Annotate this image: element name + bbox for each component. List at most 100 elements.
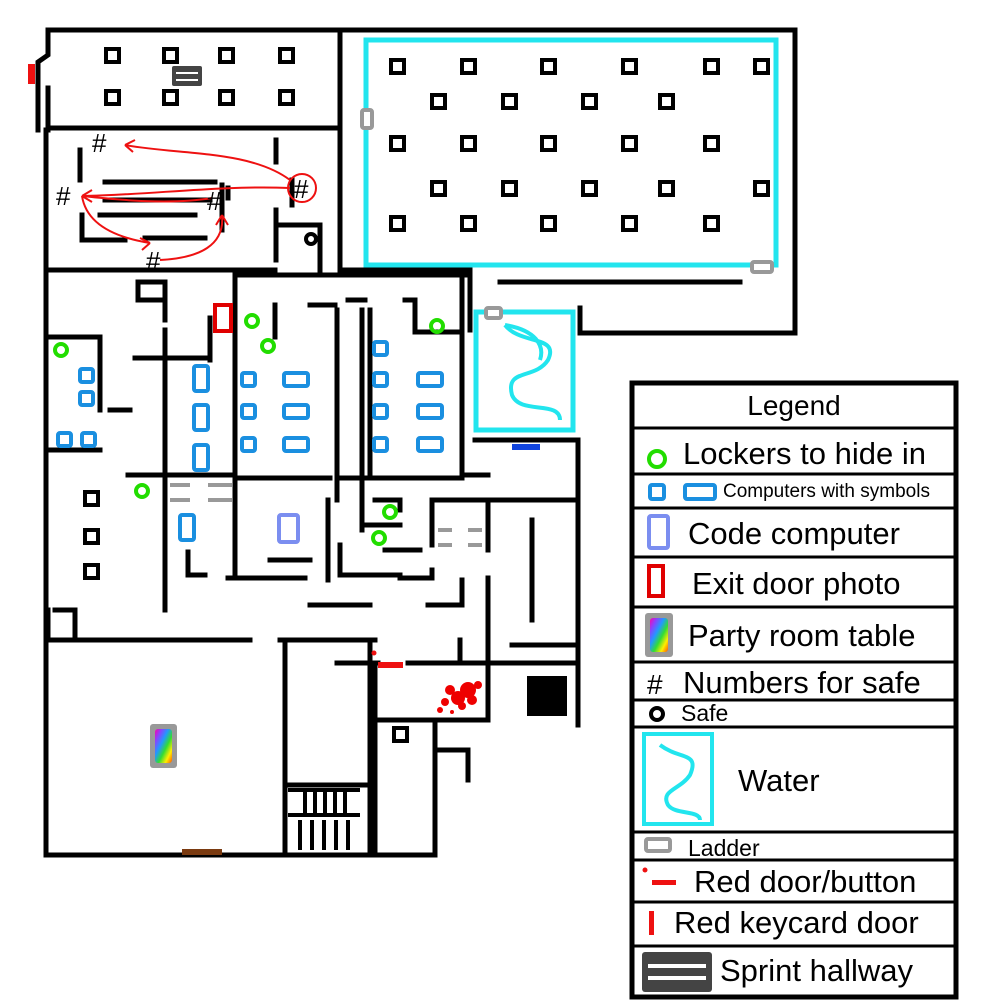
blood-splatter bbox=[437, 681, 482, 714]
sprint-hallway-icon bbox=[642, 952, 712, 992]
computer-icon bbox=[683, 483, 717, 501]
box bbox=[218, 89, 235, 106]
box bbox=[621, 58, 638, 75]
locker bbox=[244, 313, 260, 329]
box bbox=[540, 215, 557, 232]
box bbox=[218, 47, 235, 64]
box bbox=[162, 89, 179, 106]
computer bbox=[56, 431, 73, 448]
box bbox=[540, 58, 557, 75]
box bbox=[83, 528, 100, 545]
computer bbox=[240, 436, 257, 453]
exit-door-photo-icon bbox=[647, 564, 665, 598]
box bbox=[501, 180, 518, 197]
computer bbox=[416, 403, 444, 420]
legend-label-computers: Computers with symbols bbox=[723, 481, 930, 502]
legend-label-exit-door: Exit door photo bbox=[692, 566, 901, 601]
lockers bbox=[53, 313, 445, 546]
legend-label-sprint-hallway: Sprint hallway bbox=[720, 953, 913, 988]
locker bbox=[260, 338, 276, 354]
party-room-table bbox=[150, 724, 177, 768]
safe-icon bbox=[649, 706, 665, 722]
legend-label-safe-numbers: Numbers for safe bbox=[683, 665, 921, 700]
box bbox=[162, 47, 179, 64]
computer bbox=[78, 390, 95, 407]
stairs bbox=[288, 788, 360, 850]
legend-label-keycard-door: Red keycard door bbox=[674, 905, 919, 940]
computer bbox=[372, 436, 389, 453]
boxes bbox=[83, 47, 770, 743]
legend-label-code-computer: Code computer bbox=[688, 516, 900, 551]
box bbox=[501, 93, 518, 110]
ladders bbox=[360, 108, 774, 320]
box bbox=[104, 47, 121, 64]
computer bbox=[192, 443, 210, 472]
box bbox=[389, 215, 406, 232]
box bbox=[658, 93, 675, 110]
box bbox=[430, 93, 447, 110]
legend-label-safe: Safe bbox=[681, 700, 728, 726]
computer bbox=[372, 340, 389, 357]
computer bbox=[416, 371, 444, 388]
box bbox=[83, 563, 100, 580]
safe-number-markers: # # # # # bbox=[56, 128, 309, 276]
box bbox=[753, 58, 770, 75]
computer bbox=[240, 403, 257, 420]
exit-door-photo bbox=[213, 303, 233, 333]
box bbox=[278, 47, 295, 64]
computer bbox=[282, 403, 310, 420]
brown-door bbox=[182, 849, 222, 855]
box bbox=[703, 58, 720, 75]
box bbox=[540, 135, 557, 152]
red-door-button-icon bbox=[642, 867, 676, 885]
code-computer bbox=[277, 513, 300, 544]
hash-icon: # bbox=[294, 174, 309, 204]
box bbox=[621, 135, 638, 152]
computer bbox=[178, 513, 196, 542]
box bbox=[753, 180, 770, 197]
computer bbox=[282, 436, 310, 453]
box bbox=[389, 135, 406, 152]
locker bbox=[134, 483, 150, 499]
box bbox=[104, 89, 121, 106]
locker bbox=[53, 342, 69, 358]
code-computer-icon bbox=[647, 514, 670, 550]
hash-icon: # bbox=[92, 128, 107, 158]
box bbox=[460, 215, 477, 232]
locker bbox=[371, 530, 387, 546]
computer bbox=[78, 367, 95, 384]
box bbox=[581, 180, 598, 197]
computer bbox=[192, 364, 210, 393]
water-icon bbox=[642, 732, 714, 826]
box bbox=[430, 180, 447, 197]
legend-label-water: Water bbox=[738, 763, 820, 798]
computer bbox=[240, 371, 257, 388]
pool-water bbox=[363, 37, 779, 268]
gray-barriers bbox=[170, 483, 482, 547]
box bbox=[703, 135, 720, 152]
computer bbox=[282, 371, 310, 388]
hash-icon: # bbox=[647, 669, 663, 700]
box bbox=[83, 490, 100, 507]
box bbox=[581, 93, 598, 110]
computer bbox=[192, 403, 210, 432]
sprint-hallway bbox=[172, 66, 202, 86]
small-water bbox=[473, 309, 576, 433]
computer bbox=[416, 436, 444, 453]
hash-icon: # bbox=[56, 181, 71, 211]
party-table-icon bbox=[645, 613, 673, 657]
box bbox=[389, 58, 406, 75]
legend: Legend # Lockers to hide in Computers wi bbox=[629, 380, 959, 1000]
safe-icon bbox=[304, 232, 318, 246]
blue-door bbox=[512, 444, 540, 450]
locker bbox=[429, 318, 445, 334]
locker-icon bbox=[647, 449, 667, 469]
box bbox=[658, 180, 675, 197]
box bbox=[621, 215, 638, 232]
box bbox=[392, 726, 409, 743]
box bbox=[460, 58, 477, 75]
hash-icon: # bbox=[207, 186, 222, 216]
ladder-icon bbox=[644, 837, 672, 853]
computer-icon bbox=[648, 483, 666, 501]
